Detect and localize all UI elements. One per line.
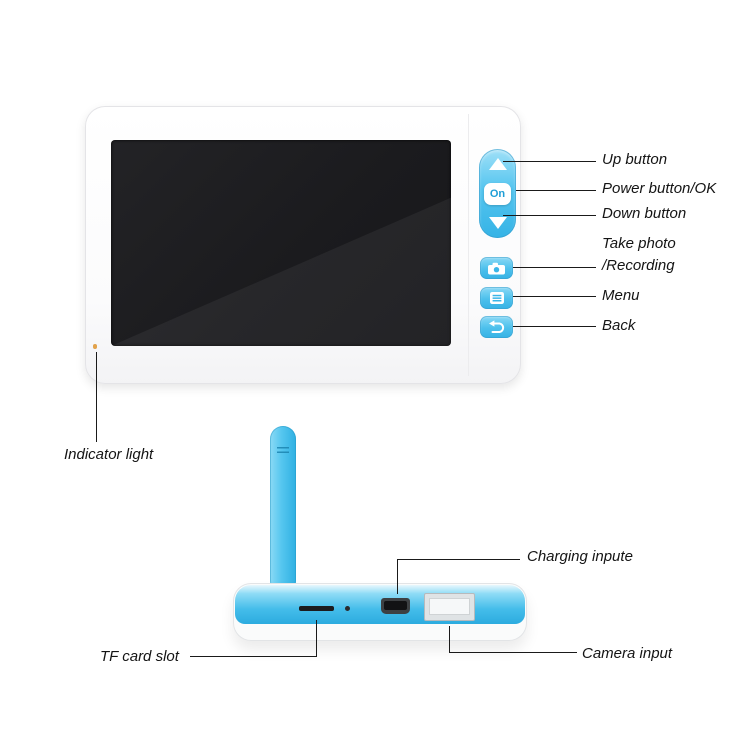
antenna-clip	[277, 447, 289, 455]
label-indicator-light: Indicator light	[64, 446, 154, 463]
nav-rocker: On	[479, 149, 516, 238]
annotation-line-camera-input	[449, 626, 577, 653]
label-up-button: Up button	[602, 151, 668, 168]
reset-hole	[345, 606, 350, 611]
power-ok-button: On	[484, 182, 511, 205]
label-tf-card-slot: TF card slot	[100, 648, 179, 665]
camera-input-usb-port	[424, 593, 475, 621]
back-icon	[489, 319, 505, 333]
antenna	[270, 426, 296, 594]
charging-port-opening	[384, 601, 407, 610]
annotation-line-back	[513, 326, 596, 327]
monitor-screen	[111, 140, 451, 346]
menu-icon	[489, 292, 504, 304]
annotation-line-indicator-light	[96, 352, 97, 442]
label-charging-input: Charging inpute	[527, 548, 633, 565]
label-menu: Menu	[602, 287, 640, 304]
tf-card-slot	[299, 606, 334, 611]
device-base-rim	[235, 585, 525, 624]
label-back: Back	[602, 317, 636, 334]
label-camera-input: Camera input	[582, 645, 673, 662]
label-power-button: Power button/OK	[602, 180, 717, 197]
annotation-line-photo-record	[513, 267, 596, 268]
screen-reflection	[111, 197, 451, 346]
indicator-light	[93, 344, 97, 349]
bezel-seam	[468, 114, 469, 376]
charging-port-micro-usb	[381, 598, 410, 614]
photo-record-button	[480, 257, 513, 279]
annotation-line-tf-card-slot	[190, 620, 317, 657]
label-photo-record-line1: Take photo	[602, 235, 676, 252]
back-button	[480, 316, 513, 338]
label-photo-record-line2: /Recording	[602, 257, 675, 274]
annotation-line-charging-input	[397, 559, 520, 594]
monitor-front-view: On	[85, 106, 521, 384]
annotation-line-power-button	[516, 190, 596, 191]
device-base-side-view	[233, 583, 527, 641]
up-arrow-icon	[488, 158, 507, 170]
annotation-line-menu	[513, 296, 596, 297]
down-arrow-icon	[488, 217, 507, 229]
menu-button	[480, 287, 513, 309]
label-photo-record: Take photo /Recording	[602, 233, 676, 277]
annotation-line-down-button	[503, 215, 596, 216]
annotation-line-up-button	[503, 161, 596, 162]
label-down-button: Down button	[602, 205, 687, 222]
camera-icon	[488, 262, 505, 274]
usb-port-opening	[429, 598, 470, 615]
